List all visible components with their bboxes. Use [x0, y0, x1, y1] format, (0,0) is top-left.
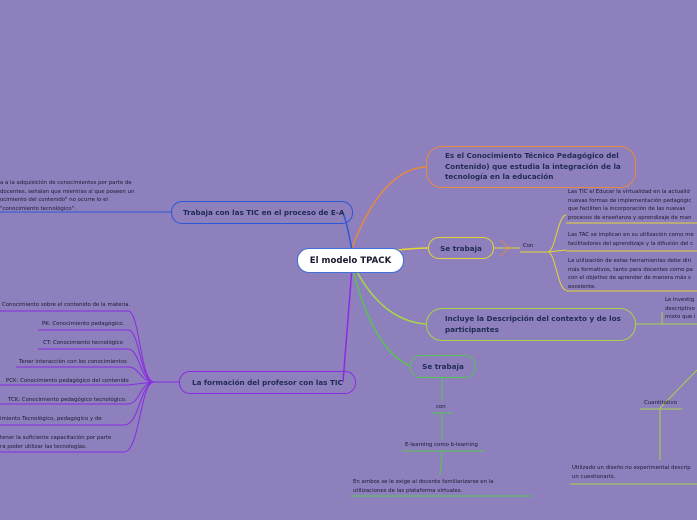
subtopic-elearning: E-learning como b-learning	[405, 442, 478, 448]
subtopic-cuantitativo: Cuantitativo	[644, 400, 678, 406]
topic-formacion-profesor-label: La formación del profesor con las TIC	[192, 378, 343, 387]
topic-tpack-definition-label: Es el Conocimiento Técnico Pedagógico de…	[445, 151, 621, 182]
subtopic-herramientas: La utilización de estas herramientas deb…	[568, 258, 693, 290]
subtopic-diseno-no-experimental: Utilizado un diseño no experimental desc…	[572, 465, 691, 480]
subtopic-tac: Las TAC se implican en su utilización co…	[568, 232, 694, 247]
topic-descripcion-contexto-label: Incluye la Descripción del contexto y de…	[445, 314, 621, 334]
central-topic[interactable]: El modelo TPACK	[297, 248, 404, 273]
subtopic-tic-virtualidad: Las TIC el Educar la virtualidad en la a…	[568, 189, 692, 221]
subtopic-interaccion: Tener interacción con los conocimientos	[19, 359, 127, 365]
topic-trabaja-tic-ea-label: Trabaja con las TIC en el proceso de E-A	[183, 208, 345, 217]
topic-se-trabaja-tic-label: Se trabaja	[440, 243, 482, 253]
subtopic-docente-plataformas: En ambos se le exige al docente familiar…	[353, 479, 494, 494]
subtopic-tpack: imiento Tecnológico, pedagógico y de	[0, 416, 102, 422]
subtopic-capacitacion: tener la suficiente capacitación por par…	[0, 435, 112, 450]
topic-formacion-profesor[interactable]: La formación del profesor con las TIC	[179, 371, 356, 394]
con-label-2: con	[436, 404, 446, 410]
topic-trabaja-tic-ea[interactable]: Trabaja con las TIC en el proceso de E-A	[171, 201, 353, 224]
subtopic-pck: PCK: Conocimiento pedagógico del conteni…	[6, 378, 129, 384]
topic-se-trabaja-tic[interactable]: Se trabaja	[428, 237, 494, 259]
subtopic-investigacion-descriptiva: Le investig descriptivo mixto que i	[665, 297, 696, 321]
topic-se-trabaja-elearning-label: Se trabaja	[422, 362, 464, 371]
topic-tpack-definition[interactable]: Es el Conocimiento Técnico Pedagógico de…	[426, 146, 636, 188]
subtopic-adquisicion-conocimientos: a a la adquisición de conocimientos por …	[0, 180, 135, 212]
subtopic-tck: TCK: Conocimiento pedagógico tecnológico…	[8, 397, 127, 403]
subtopic-contenido-materia: Conocimiento sobre el contenido de la ma…	[2, 302, 131, 308]
con-label-1: Con	[523, 243, 534, 249]
subtopic-ct: CT: Conocimiento tecnológico	[43, 340, 123, 346]
topic-descripcion-contexto[interactable]: Incluye la Descripción del contexto y de…	[426, 308, 636, 341]
central-topic-label: El modelo TPACK	[309, 255, 392, 266]
topic-se-trabaja-elearning[interactable]: Se trabaja	[410, 355, 476, 378]
subtopic-pk: PK: Conocimiento pedagógico.	[42, 321, 125, 327]
